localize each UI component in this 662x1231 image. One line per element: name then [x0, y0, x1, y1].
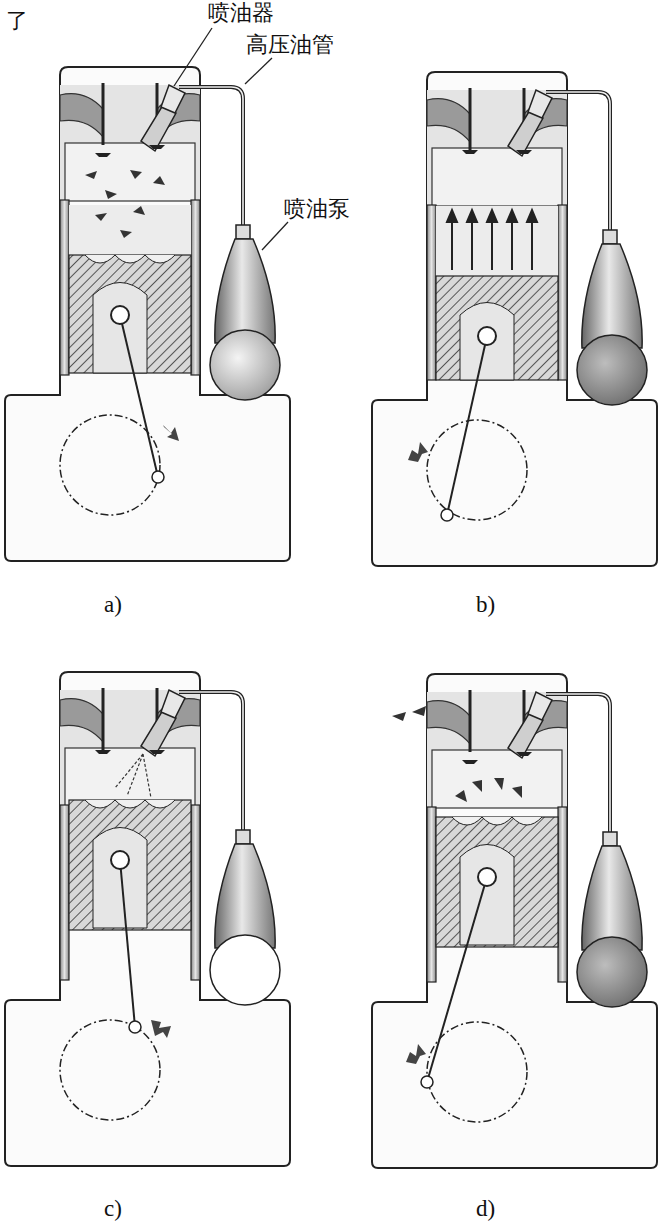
- panel-caption: d): [474, 1196, 497, 1222]
- panel-caption: b): [474, 592, 497, 618]
- part-name: 喷油器: [206, 0, 276, 25]
- part-name: 喷油泵: [282, 196, 352, 221]
- panel-caption: a): [102, 592, 124, 618]
- panel-caption: c): [102, 1196, 124, 1222]
- part-name: 高压油管: [244, 32, 336, 57]
- stray-mark: 了: [4, 8, 30, 33]
